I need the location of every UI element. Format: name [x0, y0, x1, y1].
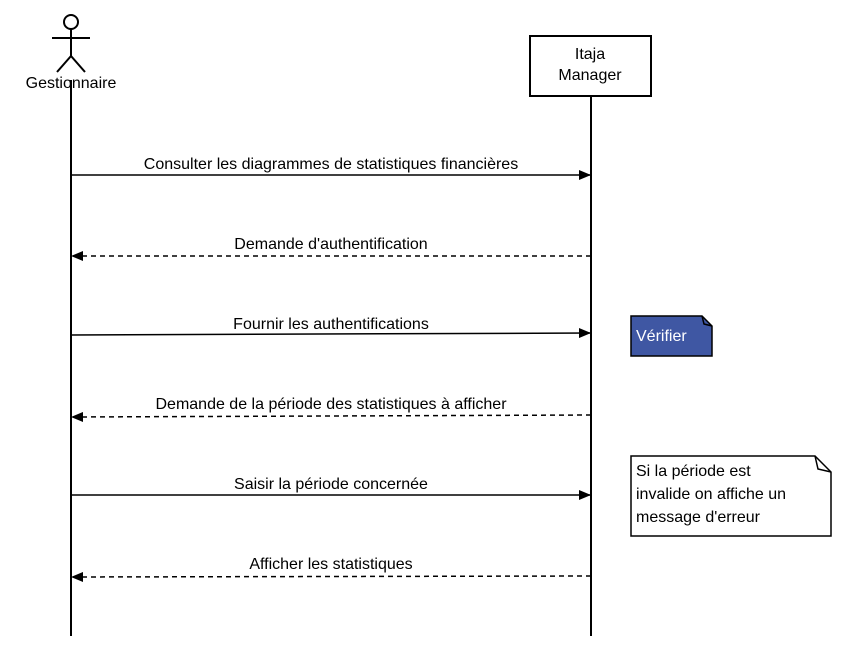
system-label-line1: Itaja [575, 46, 605, 63]
note-verify: Vérifier [630, 315, 713, 357]
system-label-line2: Manager [558, 67, 622, 84]
message: Saisir la période concernée [71, 476, 591, 500]
message: Afficher les statistiques [70, 556, 592, 582]
note-error: Si la période est invalide on affiche un… [630, 455, 832, 537]
message: Demande de la période des statistiques à… [70, 396, 592, 422]
message-arrow [70, 328, 592, 339]
note-error-line2: invalide on affiche un [636, 486, 786, 503]
message: Demande d'authentification [71, 236, 591, 261]
message-label: Fournir les authentifications [233, 316, 429, 333]
note-verify-shape [630, 315, 713, 357]
note-error-fold [814, 455, 832, 473]
system-box [529, 35, 652, 97]
message: Consulter les diagrammes de statistiques… [71, 156, 591, 180]
message-label: Saisir la période concernée [234, 476, 428, 493]
message-arrow [70, 411, 592, 422]
message-label: Afficher les statistiques [249, 556, 412, 573]
note-error-line1: Si la période est [636, 463, 751, 480]
actor-stick-figure-icon [52, 14, 90, 73]
message: Fournir les authentifications [70, 316, 592, 339]
message-label: Consulter les diagrammes de statistiques… [144, 156, 518, 173]
message-label: Demande de la période des statistiques à… [155, 396, 507, 413]
message-arrow [70, 571, 592, 582]
note-error-line3: message d'erreur [636, 509, 761, 526]
note-verify-text: Vérifier [636, 328, 687, 345]
message-label: Demande d'authentification [234, 236, 427, 253]
note-verify-fold [701, 315, 713, 327]
note-error-shape [630, 455, 832, 537]
